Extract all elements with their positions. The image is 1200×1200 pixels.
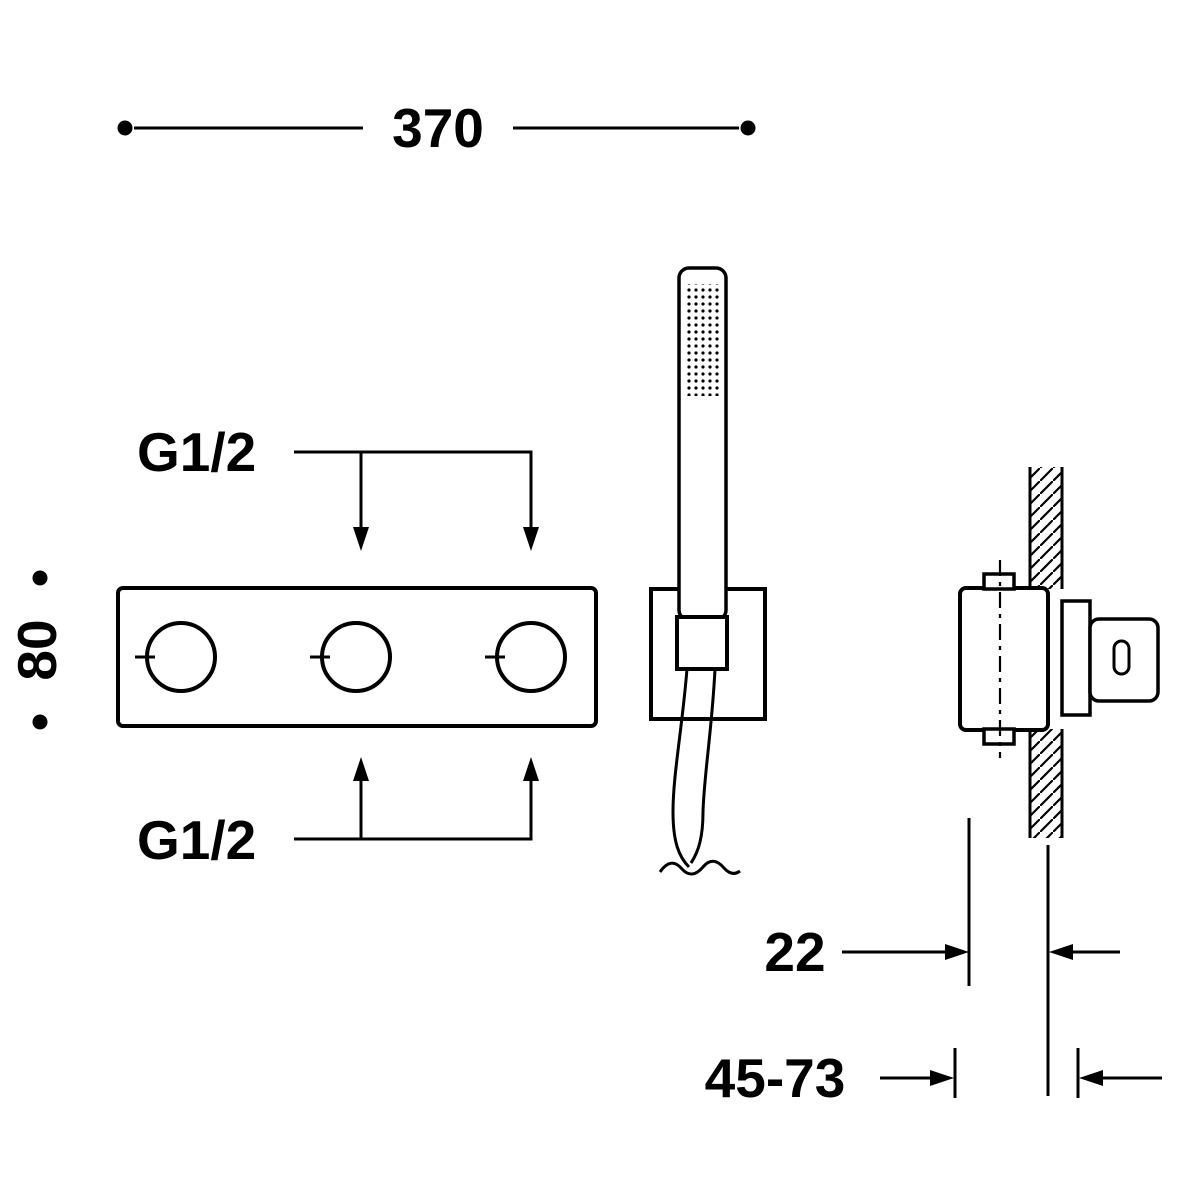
- knob-center: [310, 621, 392, 693]
- escutcheon-flange: [1060, 599, 1092, 717]
- knob-circle: [145, 621, 217, 693]
- valve-body-side: [958, 586, 1050, 732]
- dimension-endpoint-dot: [740, 120, 756, 136]
- valve-top-port: [982, 572, 1016, 591]
- knob-circle: [320, 621, 392, 693]
- handle-side-profile: [1088, 617, 1160, 703]
- height-value-label: 80: [6, 619, 68, 680]
- extension-lines: [953, 818, 1080, 1098]
- arrow-right-icon: [930, 1070, 954, 1086]
- dimension-height: 80: [6, 570, 68, 730]
- arrow-left-icon: [1079, 1070, 1103, 1086]
- hose-edge-left: [671, 668, 691, 869]
- wall-hatch-upper: [1030, 467, 1062, 589]
- trim-plate-outline: [116, 586, 598, 728]
- thread-callout-bottom: G1/2: [137, 757, 539, 871]
- side-view-wall-section: [958, 467, 1160, 838]
- arrow-left-icon: [1049, 944, 1073, 960]
- spray-face-texture: [685, 284, 720, 396]
- thread-callout-top: G1/2: [137, 421, 539, 551]
- knob-circle: [495, 621, 567, 693]
- arrow-down-icon: [353, 527, 369, 551]
- dimension-endpoint-dot: [32, 570, 48, 586]
- wall-hatch-lower: [1030, 729, 1062, 838]
- width-value-label: 370: [392, 97, 484, 159]
- arrow-up-icon: [353, 757, 369, 781]
- dimension-depth-range: 45-73: [705, 1047, 1162, 1109]
- dimension-offset-22: 22: [764, 921, 1120, 983]
- knob-right: [485, 621, 567, 693]
- bracket-clamp: [675, 615, 729, 671]
- thread-top-label: G1/2: [137, 421, 256, 483]
- offset-value-label: 22: [764, 921, 825, 983]
- depth-range-value-label: 45-73: [705, 1047, 846, 1109]
- handle-slot-detail: [1112, 639, 1131, 676]
- arrow-right-icon: [945, 944, 969, 960]
- dimension-width: 370: [117, 97, 756, 159]
- leader-line: [294, 450, 533, 527]
- hose-edge-right: [689, 668, 717, 864]
- hand-shower: [649, 266, 767, 876]
- hose-break-squiggle: [658, 859, 741, 876]
- knob-left: [135, 621, 217, 693]
- arrow-down-icon: [523, 527, 539, 551]
- thread-bottom-label: G1/2: [137, 809, 256, 871]
- dimension-endpoint-dot: [32, 714, 48, 730]
- front-view-trim-plate: [116, 586, 598, 728]
- arrow-up-icon: [523, 757, 539, 781]
- leader-line: [294, 781, 533, 841]
- dimension-endpoint-dot: [117, 120, 133, 136]
